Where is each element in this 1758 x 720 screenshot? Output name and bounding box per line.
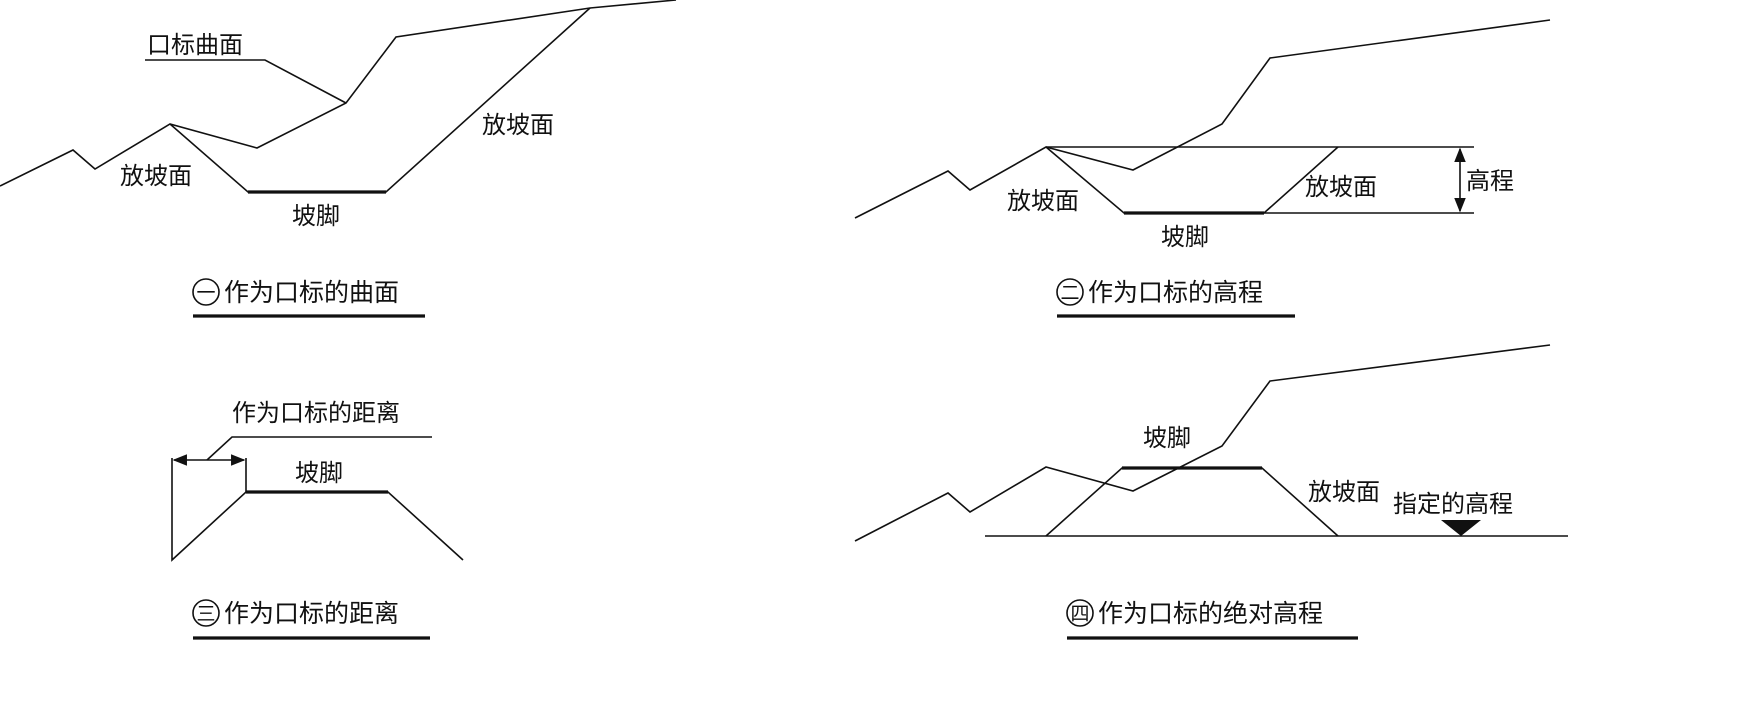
caption-text: 作为口标的曲面 bbox=[224, 278, 399, 307]
caption-2: 二 作为口标的高程 bbox=[1056, 278, 1295, 318]
target-surface-line bbox=[1045, 146, 1339, 214]
slope-face-left-label: 放坡面 bbox=[120, 162, 192, 190]
target-surface-label: 口标曲面 bbox=[147, 31, 243, 59]
caption-3: 三 作为口标的距离 bbox=[192, 599, 430, 640]
toe-label: 坡脚 bbox=[1161, 223, 1209, 251]
elevation-marker-icon bbox=[1441, 520, 1481, 536]
distance-label: 作为口标的距离 bbox=[232, 399, 400, 427]
ground-line bbox=[854, 344, 1551, 542]
caption-number: 一 bbox=[196, 282, 215, 304]
caption-1: 一 作为口标的曲面 bbox=[192, 278, 425, 318]
slope-face-left-label: 放坡面 bbox=[1007, 187, 1079, 215]
diagram-4-target-absolute-elevation: 坡脚 放坡面 指定的高程 四 作为口标的绝对高程 bbox=[854, 344, 1568, 640]
diagram-3-target-distance: 作为口标的距离 坡脚 三 作为口标的距离 bbox=[171, 399, 464, 640]
caption-4: 四 作为口标的绝对高程 bbox=[1066, 599, 1358, 640]
caption-text: 作为口标的距离 bbox=[224, 599, 399, 628]
toe-label: 坡脚 bbox=[295, 459, 343, 487]
caption-number-circle bbox=[192, 599, 220, 627]
caption-number: 二 bbox=[1060, 282, 1079, 304]
slope-diagram-figure: 口标曲面 放坡面 放坡面 坡脚 一 作为口标的曲面 放坡面 放坡面 坡脚 高程 … bbox=[0, 0, 1568, 640]
slope-face-right-label: 放坡面 bbox=[1305, 173, 1377, 201]
caption-text: 作为口标的绝对高程 bbox=[1098, 599, 1323, 628]
caption-number-circle bbox=[192, 278, 220, 306]
caption-number-circle bbox=[1066, 599, 1094, 627]
toe-label: 坡脚 bbox=[292, 202, 340, 230]
slope-face-right-label: 放坡面 bbox=[482, 111, 554, 139]
distance-leader-line bbox=[206, 436, 432, 461]
caption-number: 三 bbox=[196, 603, 215, 625]
toe-label: 坡脚 bbox=[1143, 424, 1191, 452]
diagram-1-target-surface: 口标曲面 放坡面 放坡面 坡脚 一 作为口标的曲面 bbox=[0, 0, 677, 318]
slope-line bbox=[1045, 467, 1339, 537]
caption-number: 四 bbox=[1070, 603, 1089, 625]
elevation-label: 高程 bbox=[1466, 167, 1514, 195]
diagram-2-target-elevation: 放坡面 放坡面 坡脚 高程 二 作为口标的高程 bbox=[854, 19, 1551, 318]
elevation-label: 指定的高程 bbox=[1393, 490, 1513, 518]
ground-line bbox=[0, 0, 677, 187]
caption-text: 作为口标的高程 bbox=[1088, 278, 1263, 307]
slope-face-label: 放坡面 bbox=[1308, 478, 1380, 506]
caption-number-circle bbox=[1056, 278, 1084, 306]
surface-leader-line bbox=[145, 59, 347, 104]
ground-line bbox=[854, 19, 1551, 219]
